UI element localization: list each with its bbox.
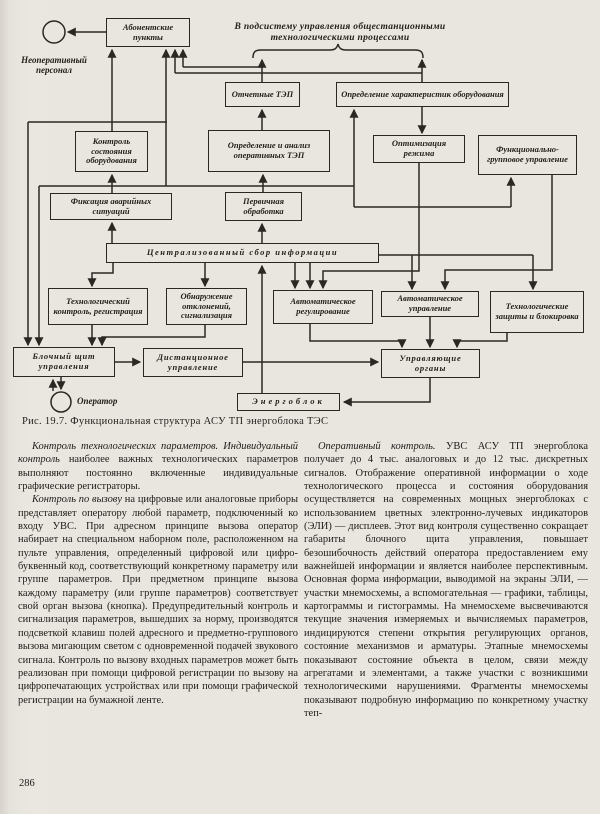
box-label: Технологический контроль, регистрация [53,295,143,316]
paragraph-lead: Контроль по вызову [32,494,122,506]
top-note-line1: В подсистему управления общестанционными [234,22,446,32]
figure-caption: Рис. 19.7. Функциональная структура АСУ … [22,416,329,427]
box-reporting-tep: Отчетные ТЭП [225,82,300,107]
non-operational-personnel-label: Неоперативный персонал [21,55,87,76]
box-label: Контроль состояния оборудования [86,136,137,166]
paragraph-lead: Контроль технологических параметров. [32,441,219,452]
box-label: Определение характеристик оборудования [341,88,504,99]
box-label: Дистанционное управление [157,351,229,372]
box-automatic-regulation: Автоматическое регулирование [273,290,373,324]
box-technological-control-registration: Технологический контроль, регистрация [48,288,148,325]
box-label: Абонентские пункты [122,21,174,42]
box-emergency-recording: Фиксация аварийных ситуаций [50,193,172,220]
paragraph-lead: Оперативный контроль. [318,441,436,452]
box-equipment-characteristics: Определение характеристик оборудования [336,82,509,107]
box-label: Энергоблок [252,396,325,407]
box-label: Определение и анализ оперативных ТЭП [227,140,311,160]
box-automatic-control: Автоматическое управление [381,291,479,317]
top-note-line2: технологическими процессами [270,32,410,43]
box-label: Функционально-групповое управление [487,144,568,164]
page-number: 286 [19,778,35,789]
box-label: Технологические защиты и блокировка [495,301,579,321]
box-label: Оптимизация режима [391,138,447,158]
brace [252,43,424,59]
box-label: Управляющие органы [399,352,462,373]
box-operational-tep-analysis: Определение и анализ оперативных ТЭП [208,130,330,172]
paragraph-text: на цифровые или аналоговые приборы предс… [18,494,298,706]
box-label: Централизованный сбор информации [146,247,339,258]
functional-structure-diagram [23,20,553,413]
non-operational-personnel-circle [42,20,66,44]
paragraph-text: наиболее важных технологических параметр… [18,454,299,493]
paragraph: Оперативный контроль. УВС АСУ ТП энергоб… [304,440,588,720]
paragraph-text: УВС АСУ ТП энергоблока получает до 4 тыс… [304,441,588,719]
top-note: В подсистему управления общестанционными… [218,22,462,44]
box-technological-protections: Технологические защиты и блокировка [490,291,584,333]
box-subscriber-points: Абонентские пункты [106,18,190,47]
paragraph-lead: Индивидуальный контроль [18,441,298,466]
operator-circle [50,391,72,413]
operator-label: Оператор [77,396,118,406]
right-column: Оперативный контроль. УВС АСУ ТП энергоб… [304,440,588,720]
box-power-unit: Энергоблок [237,393,340,411]
left-column: Контроль технологических параметров. Инд… [18,440,298,707]
box-centralized-collection: Централизованный сбор информации [106,243,379,263]
box-deviation-detection: Обнаружение отклонений, сигнализация [166,288,247,325]
connector-lines [23,20,553,413]
box-control-organs: Управляющие органы [381,349,480,378]
paragraph: Контроль по вызову на цифровые или анало… [18,493,298,707]
box-label: Обнаружение отклонений, сигнализация [180,291,233,321]
box-label: Блочный щит управления [32,351,96,371]
box-block-control-panel: Блочный щит управления [13,347,115,377]
box-primary-processing: Первичная обработка [225,192,302,221]
box-label: Отчетные ТЭП [231,88,294,99]
box-remote-control: Дистанционное управление [143,348,243,377]
box-label: Автоматическое регулирование [290,296,356,316]
box-mode-optimization: Оптимизация режима [373,135,465,163]
box-functional-group-control: Функционально-групповое управление [478,135,577,175]
paragraph: Контроль технологических параметров. Инд… [18,440,298,493]
box-label: Первичная обработка [243,195,284,216]
box-label: Автоматическое управление [397,293,463,313]
box-label: Фиксация аварийных ситуаций [70,195,152,216]
box-equipment-condition-control: Контроль состояния оборудования [75,131,148,172]
